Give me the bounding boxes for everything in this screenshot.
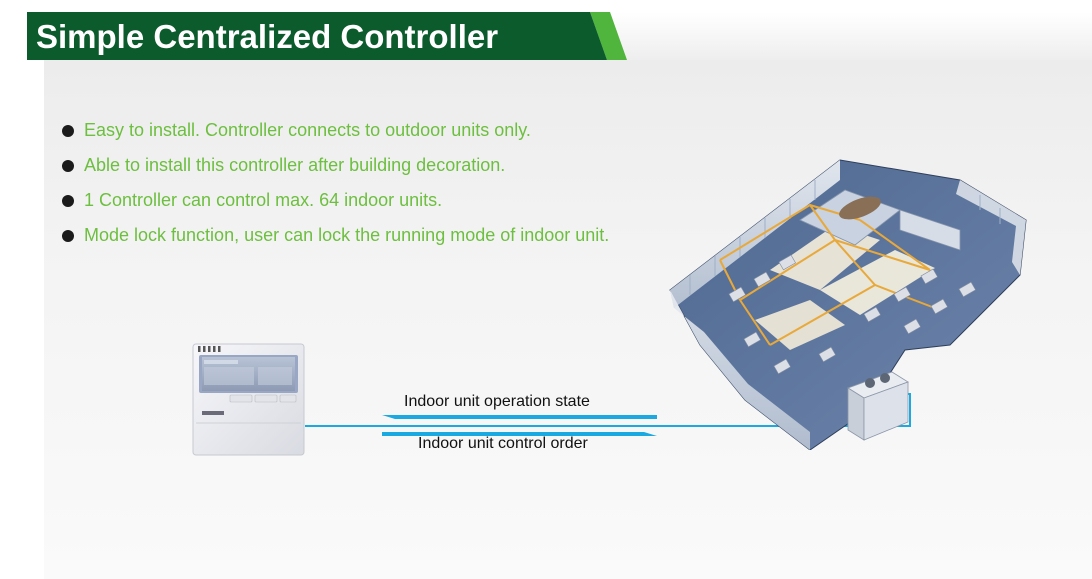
- feature-text: 1 Controller can control max. 64 indoor …: [84, 190, 443, 210]
- control-order-label: Indoor unit control order: [418, 435, 588, 452]
- feature-item: 1 Controller can control max. 64 indoor …: [62, 188, 609, 223]
- page-title: Simple Centralized Controller: [36, 18, 499, 55]
- title-bar: Simple Centralized Controller: [27, 12, 627, 60]
- feature-item: Able to install this controller after bu…: [62, 153, 609, 188]
- feature-item: Mode lock function, user can lock the ru…: [62, 223, 609, 258]
- feature-text: Able to install this controller after bu…: [84, 155, 506, 175]
- office-building-image: [669, 159, 1027, 450]
- outdoor-unit: [847, 371, 909, 441]
- feature-text: Mode lock function, user can lock the ru…: [84, 225, 610, 245]
- feature-list: Easy to install. Controller connects to …: [62, 118, 609, 258]
- arrow-right-icon: [382, 432, 657, 436]
- arrow-left-icon: [382, 415, 657, 419]
- bullet-icon: [62, 125, 74, 137]
- brand-logo: [202, 411, 224, 415]
- bullet-icon: [62, 160, 74, 172]
- operation-state-label: Indoor unit operation state: [404, 393, 590, 410]
- feature-text: Easy to install. Controller connects to …: [84, 120, 531, 140]
- bullet-icon: [62, 230, 74, 242]
- title-banner-shape: [27, 12, 627, 60]
- controller-device-image: [192, 343, 305, 456]
- communication-arrows: [305, 393, 911, 436]
- feature-item: Easy to install. Controller connects to …: [62, 118, 609, 153]
- bullet-icon: [62, 195, 74, 207]
- header-gradient: [560, 12, 1092, 60]
